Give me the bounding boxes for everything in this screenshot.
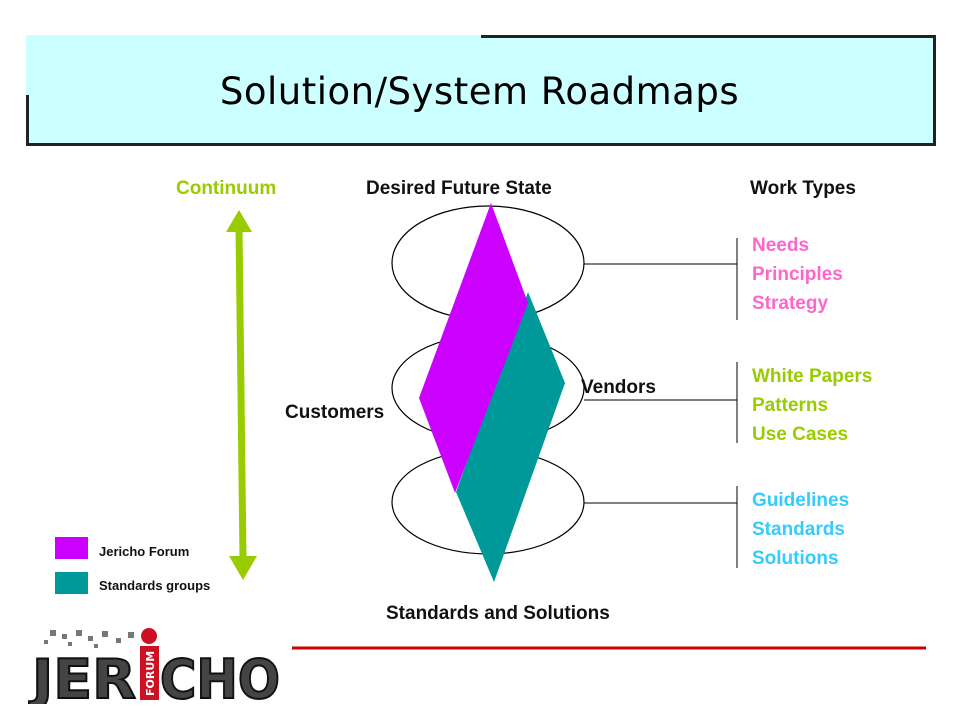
- legend-label-standards-groups: Standards groups: [99, 578, 211, 593]
- legend-swatch-jericho-forum: [55, 537, 88, 559]
- title-box: [26, 35, 936, 146]
- work-types-group-patterns: White Papers Patterns Use Cases: [752, 362, 872, 449]
- continuum-heading: Continuum: [176, 178, 277, 199]
- title-box-border: [481, 35, 936, 38]
- connector-middle: [584, 362, 738, 443]
- work-type-item: Principles: [752, 264, 843, 285]
- page-title: Solution/System Roadmaps: [219, 70, 740, 113]
- jericho-forum-logo: JER CHO FORUM: [28, 628, 284, 704]
- customers-label: Customers: [285, 402, 385, 423]
- standards-groups-diamond: [456, 292, 565, 582]
- connector-top: [584, 238, 738, 320]
- standards-and-solutions-heading: Standards and Solutions: [386, 603, 610, 624]
- svg-text:CHO: CHO: [160, 648, 280, 704]
- work-type-item: Solutions: [752, 548, 839, 569]
- title-box-border: [933, 35, 936, 146]
- legend-label-jericho-forum: Jericho Forum: [99, 544, 190, 559]
- svg-text:JER: JER: [28, 648, 136, 704]
- title-box-border: [26, 95, 29, 146]
- work-type-item: Patterns: [752, 395, 829, 416]
- logo-sub: FORUM: [144, 651, 157, 696]
- connector-bottom: [584, 486, 738, 568]
- work-type-item: Strategy: [752, 293, 829, 314]
- work-type-item: Guidelines: [752, 490, 850, 511]
- work-types-heading: Work Types: [750, 178, 856, 199]
- continuum-arrow: [226, 210, 257, 580]
- work-types-group-solutions: Guidelines Standards Solutions: [752, 486, 849, 573]
- work-type-item: Standards: [752, 519, 845, 540]
- work-type-item: Needs: [752, 235, 810, 256]
- jericho-forum-diamond: [419, 203, 528, 493]
- legend-swatch-standards-groups: [55, 572, 88, 594]
- work-type-item: Use Cases: [752, 424, 849, 445]
- vendors-label: Vendors: [581, 377, 656, 398]
- title-box-border: [26, 143, 936, 146]
- work-types-group-strategy: Needs Principles Strategy: [752, 231, 843, 318]
- work-type-item: White Papers: [752, 366, 873, 387]
- desired-future-state-heading: Desired Future State: [366, 178, 552, 199]
